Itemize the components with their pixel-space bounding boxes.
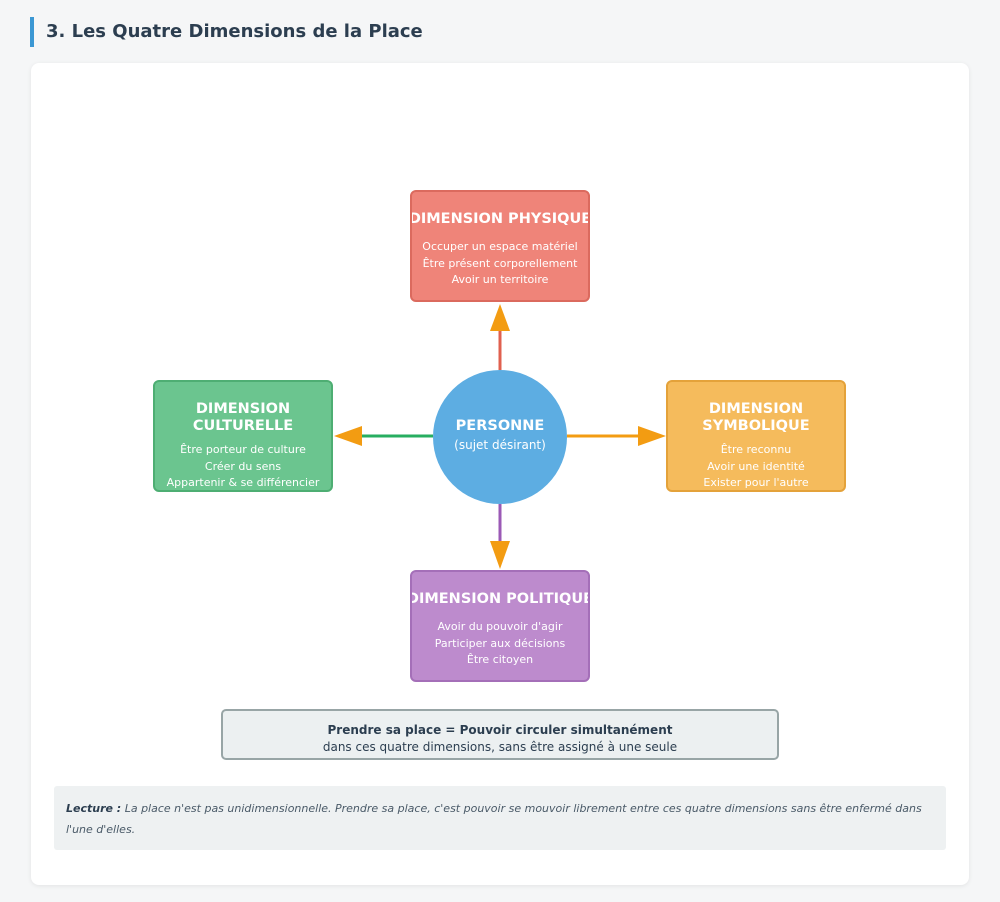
dimension-culturelle-line: Appartenir & se différencier — [166, 476, 320, 489]
dimension-politique-line: Avoir du pouvoir d'agir — [437, 620, 563, 633]
summary-box: Prendre sa place = Pouvoir circuler simu… — [221, 709, 779, 760]
section-title: 3. Les Quatre Dimensions de la Place — [30, 17, 423, 47]
dimension-politique-title: DIMENSION POLITIQUE — [410, 591, 590, 607]
summary-bold-text: Prendre sa place = Pouvoir circuler simu… — [327, 723, 673, 737]
dimension-symbolique-line: Exister pour l'autre — [703, 476, 809, 489]
dimension-politique-line: Être citoyen — [466, 653, 534, 666]
dimension-physique-line: Avoir un territoire — [451, 273, 549, 286]
arrowhead-physique — [490, 304, 510, 331]
arrowhead-symbolique — [638, 426, 666, 446]
dimension-physique-title: DIMENSION PHYSIQUE — [410, 211, 590, 227]
arrowhead-culturelle — [334, 426, 362, 446]
personne-title: PERSONNE — [455, 418, 545, 434]
dimension-symbolique-line: Être reconnu — [720, 443, 792, 456]
dimension-culturelle-box: DIMENSION CULTURELLE Être porteur de cul… — [153, 380, 333, 492]
dimension-physique-line: Occuper un espace matériel — [422, 240, 578, 253]
reading-note: Lecture : La place n'est pas unidimensio… — [54, 786, 946, 850]
personne-circle: PERSONNE (sujet désirant) — [433, 370, 567, 504]
arrowhead-politique — [490, 541, 510, 569]
dimension-culturelle-line: Créer du sens — [204, 459, 282, 473]
dimension-symbolique-box: DIMENSION SYMBOLIQUE Être reconnu Avoir … — [666, 380, 846, 492]
dimension-culturelle-title: DIMENSION CULTURELLE — [192, 401, 294, 434]
summary-text: dans ces quatre dimensions, sans être as… — [322, 740, 678, 754]
personne-subtitle: (sujet désirant) — [454, 438, 546, 452]
dimension-physique-line: Être présent corporellement — [422, 256, 578, 270]
reading-text: La place n'est pas unidimensionnelle. Pr… — [66, 802, 922, 836]
reading-label: Lecture : — [66, 802, 122, 815]
dimension-symbolique-line: Avoir une identité — [707, 459, 805, 473]
dimension-physique-box: DIMENSION PHYSIQUE Occuper un espace mat… — [410, 190, 590, 302]
dimension-symbolique-title: DIMENSION SYMBOLIQUE — [702, 401, 810, 434]
dimension-culturelle-line: Être porteur de culture — [180, 443, 306, 456]
dimension-politique-line: Participer aux décisions — [434, 636, 566, 650]
dimension-politique-box: DIMENSION POLITIQUE Avoir du pouvoir d'a… — [410, 570, 590, 682]
